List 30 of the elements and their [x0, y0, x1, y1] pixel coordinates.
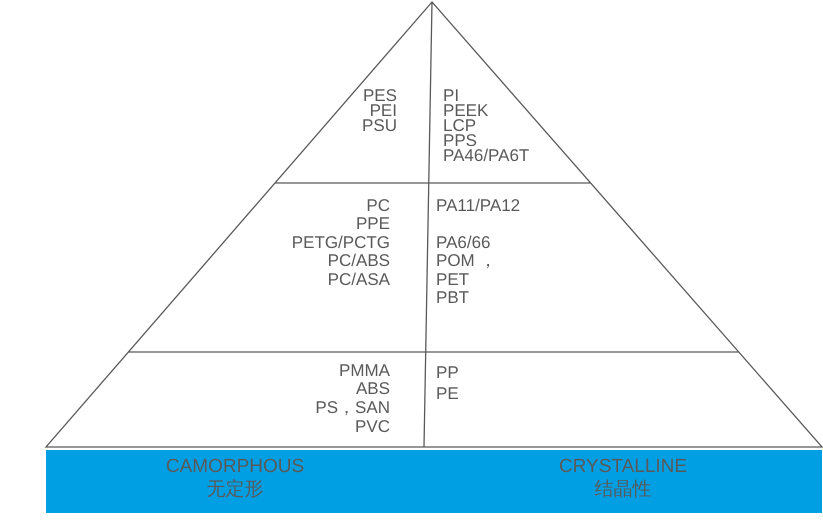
category-subtitle: 结晶性	[594, 479, 652, 501]
category-title: CRYSTALLINE	[558, 456, 688, 478]
material-label: PC/ABS	[328, 252, 390, 269]
material-label: PSU	[362, 117, 397, 134]
material-label: POM ，	[436, 252, 496, 269]
material-label: PBT	[436, 289, 470, 306]
material-label: PA6/66	[436, 234, 491, 251]
category-subtitle: 无定形	[206, 479, 264, 501]
material-label: PEI	[370, 102, 397, 119]
material-label: PC	[366, 197, 390, 214]
material-label: PA11/PA12	[436, 197, 520, 214]
material-label: PS，SAN	[315, 399, 390, 416]
material-label: PPS	[443, 132, 478, 149]
material-label: PC/ASA	[328, 271, 390, 288]
category-title: CAMORPHOUS	[164, 456, 306, 478]
material-label: LCP	[443, 117, 476, 134]
material-label: PETG/PCTG	[292, 234, 390, 251]
material-label: PEEK	[443, 102, 488, 119]
category-band	[46, 450, 424, 513]
material-label: PI	[443, 87, 460, 104]
material-label: PES	[362, 87, 397, 104]
material-label: PET	[436, 271, 470, 288]
material-label: PVC	[355, 418, 390, 435]
material-label: PPE	[356, 215, 390, 232]
category-band	[424, 450, 822, 513]
material-label: PA46/PA6T	[443, 147, 530, 164]
material-label: PE	[436, 385, 459, 402]
material-label: PP	[436, 364, 459, 381]
material-label: PMMA	[339, 362, 390, 379]
material-label: ABS	[356, 380, 390, 397]
